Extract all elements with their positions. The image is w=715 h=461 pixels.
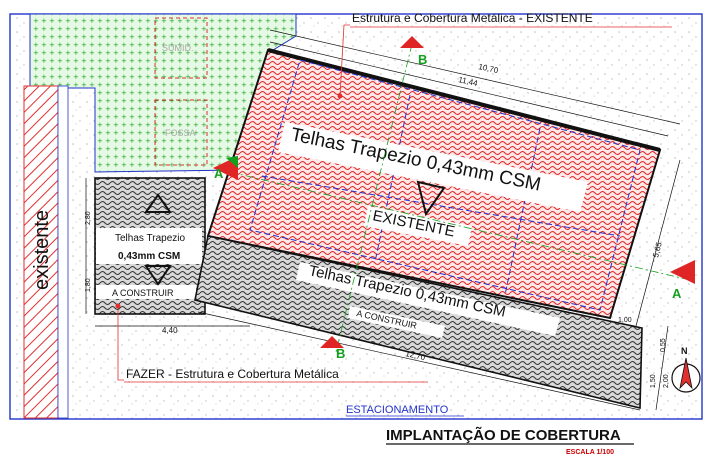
new-roof-leader bbox=[115, 303, 428, 383]
existing-building-left bbox=[23, 85, 69, 419]
existing-main-roof bbox=[206, 48, 662, 320]
section-mark-a-right bbox=[670, 260, 695, 284]
section-a-right-label: A bbox=[672, 286, 682, 301]
fossa-label: FOSSA bbox=[165, 128, 196, 138]
dimension-lines bbox=[85, 29, 681, 411]
section-b-top-label: B bbox=[418, 52, 427, 67]
small-roof-label-1: Telhas Trapezio bbox=[115, 233, 185, 244]
sumid-label: SUMID. bbox=[162, 43, 194, 53]
existing-roof-leader bbox=[337, 24, 672, 99]
section-mark-b-bottom bbox=[320, 336, 344, 348]
north-arrow-icon: N bbox=[671, 346, 701, 393]
small-roof-label-2: 0,43mm CSM bbox=[118, 251, 180, 262]
small-to-build-label: A CONSTRUIR bbox=[112, 288, 174, 298]
lower-roof-to-build bbox=[194, 235, 643, 410]
dim-10-70: 10,70 bbox=[478, 62, 500, 75]
dim-0-55: 0,55 bbox=[660, 338, 667, 352]
dim-2-80: 2,80 bbox=[85, 211, 92, 225]
dim-12-70: 12,70 bbox=[405, 349, 427, 362]
section-a-left-label: A bbox=[214, 166, 224, 181]
dim-1-50: 1,50 bbox=[650, 374, 657, 388]
section-cut-lines bbox=[229, 43, 691, 353]
existing-roof-title: Estrutura e Cobertura Metálica - EXISTEN… bbox=[352, 11, 593, 25]
sheet-title: IMPLANTAÇÃO DE COBERTURA bbox=[386, 426, 621, 444]
dim-5-65: 5,65 bbox=[651, 241, 664, 259]
parking-label: ESTACIONAMENTO bbox=[346, 404, 449, 416]
fossa-box bbox=[154, 99, 208, 166]
section-mark-a-left bbox=[213, 156, 238, 180]
section-b-bottom-label: B bbox=[336, 346, 345, 361]
new-roof-title: FAZER - Estrutura e Cobertura Metálica bbox=[126, 367, 339, 381]
existente-vertical-label: existente bbox=[31, 210, 53, 290]
small-roof-to-build bbox=[94, 177, 206, 315]
dim-4-40: 4,40 bbox=[162, 326, 178, 335]
dim-1-80: 1,80 bbox=[85, 278, 92, 292]
section-mark-b-top bbox=[400, 36, 424, 48]
dim-11-44: 11,44 bbox=[458, 75, 479, 88]
svg-text:N: N bbox=[681, 346, 688, 356]
dim-1-00: 1,00 bbox=[618, 317, 632, 324]
sheet-scale: ESCALA 1/100 bbox=[566, 449, 614, 456]
dim-2-00: 2,00 bbox=[663, 374, 670, 388]
